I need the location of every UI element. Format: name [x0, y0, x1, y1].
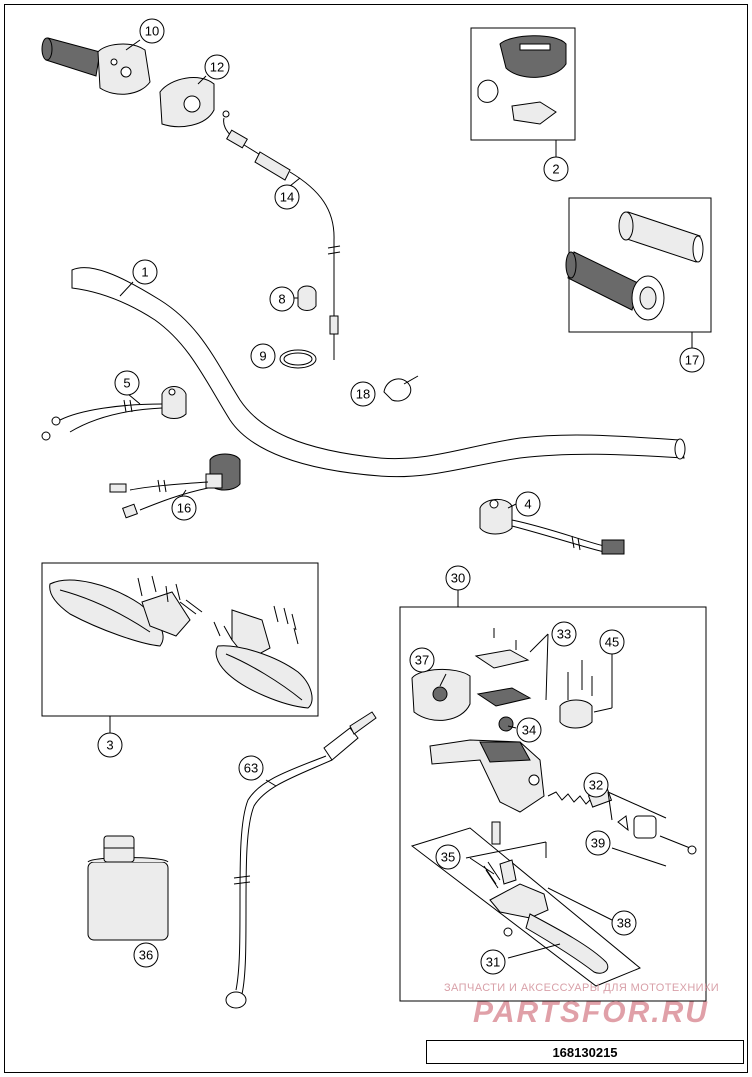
svg-text:12: 12: [210, 60, 224, 75]
callout-39: 39: [585, 830, 611, 856]
kill-switch: [41, 386, 187, 441]
leader-35: [465, 841, 547, 859]
handguard-kit: [49, 575, 313, 709]
svg-text:2: 2: [552, 162, 559, 177]
callout-8: 8: [269, 286, 295, 312]
leader-33b: [545, 633, 549, 701]
diagram-code: 168130215: [426, 1040, 744, 1064]
svg-text:32: 32: [589, 778, 603, 793]
throttle-housing-cover: [159, 77, 215, 128]
callout-4: 4: [515, 491, 541, 517]
callout-35: 35: [435, 844, 461, 870]
svg-text:34: 34: [522, 723, 536, 738]
callout-63: 63: [238, 755, 264, 781]
o-ring-inner: [283, 352, 313, 366]
svg-text:31: 31: [486, 955, 500, 970]
svg-text:3: 3: [106, 738, 113, 753]
leader-12: [197, 75, 207, 85]
callout-17: 17: [679, 347, 705, 373]
svg-text:14: 14: [280, 190, 294, 205]
leader-16: [181, 489, 187, 497]
callout-37: 37: [409, 647, 435, 673]
watermark-logo-text: PARTSFOR.RU: [473, 996, 709, 1028]
leader-33a: [529, 633, 549, 653]
leader-32b: [607, 791, 613, 821]
throttle-grip: [41, 37, 151, 95]
callout-31: 31: [480, 949, 506, 975]
svg-text:45: 45: [605, 635, 619, 650]
cable-tie: [383, 375, 419, 402]
callout-18: 18: [350, 381, 376, 407]
leader-39: [611, 847, 667, 867]
handlebar: [71, 267, 686, 478]
kit-box-3: [41, 562, 319, 717]
leader-1: [119, 281, 134, 297]
leader-63: [265, 779, 277, 787]
svg-text:17: 17: [685, 353, 699, 368]
leader-10: [125, 39, 141, 51]
start-switch: [479, 499, 625, 555]
svg-text:33: 33: [557, 627, 571, 642]
leader-34: [507, 725, 517, 729]
brake-fluid-can: [87, 835, 169, 941]
svg-text:36: 36: [139, 948, 153, 963]
svg-text:9: 9: [259, 349, 266, 364]
throttle-cover-kit: [477, 35, 567, 125]
callout-5: 5: [114, 370, 140, 396]
clutch-hose: [225, 711, 377, 1009]
svg-text:18: 18: [356, 387, 370, 402]
leader-45b: [593, 707, 613, 713]
leader-14: [289, 177, 301, 187]
callout-2: 2: [543, 156, 569, 182]
svg-text:39: 39: [591, 836, 605, 851]
svg-text:63: 63: [244, 761, 258, 776]
svg-text:4: 4: [524, 497, 531, 512]
svg-text:30: 30: [451, 571, 465, 586]
callout-38: 38: [611, 910, 637, 936]
svg-text:38: 38: [617, 916, 631, 931]
leader-5: [127, 393, 141, 405]
callout-32: 32: [583, 772, 609, 798]
clutch-master-cylinder: [410, 628, 697, 987]
svg-text:5: 5: [123, 376, 130, 391]
callout-34: 34: [516, 717, 542, 743]
leader-4: [507, 503, 517, 509]
cable-clip: [297, 285, 317, 311]
svg-text:16: 16: [177, 501, 191, 516]
combination-switch: [109, 453, 241, 519]
leader-31: [507, 943, 561, 959]
svg-text:8: 8: [278, 292, 285, 307]
callout-12: 12: [204, 54, 230, 80]
watermark-tagline: ЗАПЧАСТИ И АКСЕССУАРЫ ДЛЯ МОТОТЕХНИКИ: [444, 982, 720, 994]
callout-9: 9: [250, 343, 276, 369]
svg-text:37: 37: [415, 653, 429, 668]
watermark-logo: PARTSFOR.RU: [473, 996, 709, 1028]
callout-30: 30: [445, 565, 471, 591]
callout-36: 36: [133, 942, 159, 968]
throttle-cable: [222, 110, 341, 360]
svg-text:10: 10: [145, 24, 159, 39]
leader-32: [607, 791, 667, 819]
callout-1: 1: [132, 259, 158, 285]
callout-3: 3: [97, 732, 123, 758]
svg-text:1: 1: [141, 265, 148, 280]
leader-37: [439, 673, 447, 687]
callout-16: 16: [171, 495, 197, 521]
callout-10: 10: [139, 18, 165, 44]
kit-box-2: [470, 27, 576, 141]
kit-box-30: [399, 606, 707, 1002]
callout-45: 45: [599, 629, 625, 655]
callout-33: 33: [551, 621, 577, 647]
leader-38: [547, 887, 613, 921]
svg-text:35: 35: [441, 850, 455, 865]
grip-set: [565, 211, 704, 321]
callout-14: 14: [274, 184, 300, 210]
